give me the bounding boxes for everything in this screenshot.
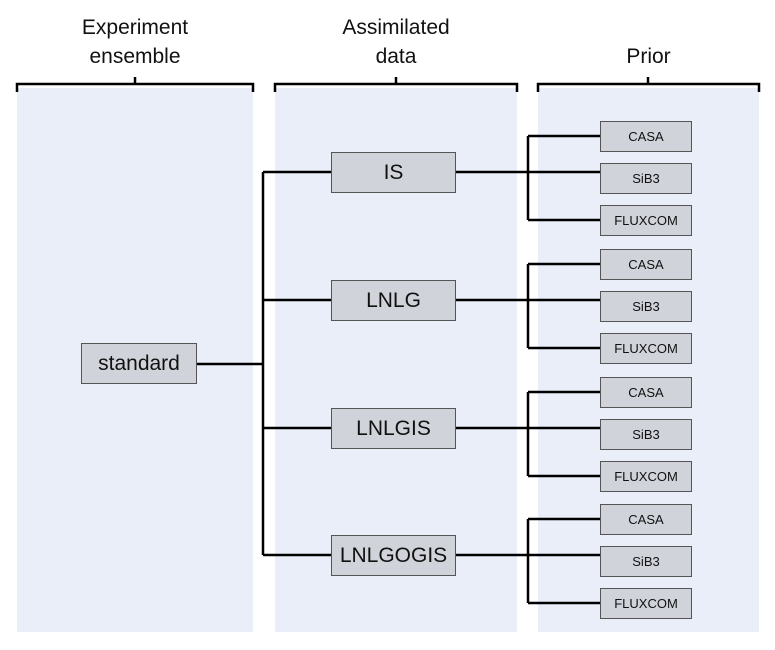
prior-node-label: FLUXCOM [614, 213, 678, 228]
assimilated-node-label: LNLGOGIS [339, 543, 448, 567]
heading-line: Experiment [81, 16, 189, 39]
heading-line: data [375, 45, 417, 68]
assimilated-node-label: LNLGIS [356, 416, 431, 440]
heading-experiment-ensemble: Experiment ensemble [17, 13, 253, 71]
heading-prior: Prior [538, 42, 759, 71]
prior-node-label: CASA [628, 129, 664, 144]
prior-node-label: SiB3 [632, 427, 660, 442]
prior-node-label: SiB3 [632, 299, 660, 314]
prior-node-label: SiB3 [632, 171, 660, 186]
bracket-prior [536, 77, 761, 92]
heading-line: Assimilated [342, 16, 450, 39]
prior-node-box: FLUXCOM [600, 461, 692, 492]
prior-node-label: FLUXCOM [614, 469, 678, 484]
bracket-experiment-ensemble [15, 77, 255, 92]
prior-node-label: SiB3 [632, 554, 660, 569]
prior-node-label: CASA [628, 385, 664, 400]
prior-node-label: FLUXCOM [614, 341, 678, 356]
assimilated-node-label: IS [383, 160, 404, 184]
assimilated-node-box: LNLGIS [331, 408, 456, 449]
prior-node-label: FLUXCOM [614, 596, 678, 611]
assimilated-node-label: LNLG [366, 288, 421, 312]
assimilated-node-box: LNLG [331, 280, 456, 321]
prior-node-box: CASA [600, 377, 692, 408]
prior-node-box: SiB3 [600, 163, 692, 194]
heading-line: ensemble [89, 45, 181, 68]
prior-node-box: CASA [600, 249, 692, 280]
prior-node-box: FLUXCOM [600, 333, 692, 364]
root-node-label: standard [98, 351, 180, 375]
prior-node-label: CASA [628, 512, 664, 527]
prior-node-box: CASA [600, 121, 692, 152]
prior-node-box: FLUXCOM [600, 588, 692, 619]
prior-node-box: CASA [600, 504, 692, 535]
heading-line: Prior [626, 45, 671, 68]
prior-node-box: SiB3 [600, 546, 692, 577]
prior-node-box: SiB3 [600, 419, 692, 450]
assimilated-node-box: IS [331, 152, 456, 193]
prior-node-box: FLUXCOM [600, 205, 692, 236]
root-node-box: standard [81, 343, 197, 384]
bracket-assimilated-data [273, 77, 519, 92]
heading-assimilated-data: Assimilated data [275, 13, 517, 71]
prior-node-label: CASA [628, 257, 664, 272]
assimilated-node-box: LNLGOGIS [331, 535, 456, 576]
prior-node-box: SiB3 [600, 291, 692, 322]
